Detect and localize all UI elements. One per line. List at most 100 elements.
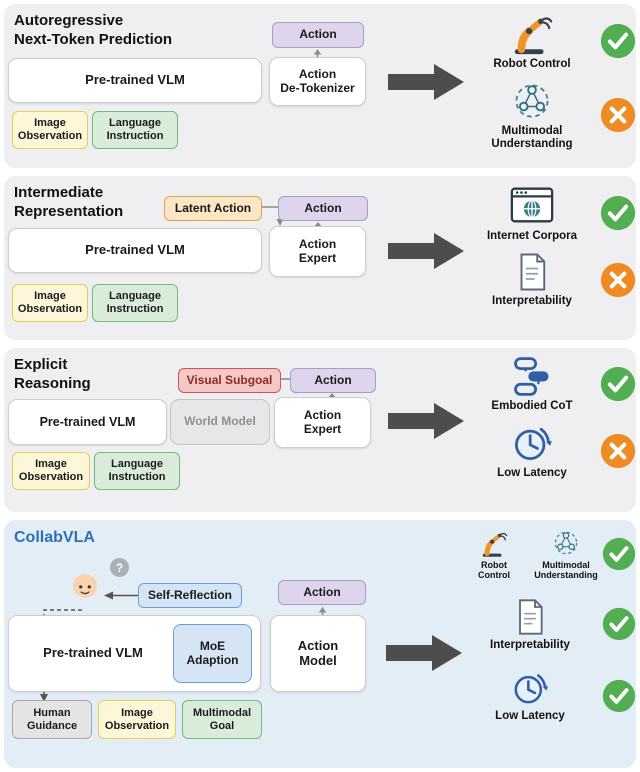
image-observation-box: Image Observation [12, 284, 88, 322]
action-box: Action [290, 368, 376, 393]
robot-arm-icon [514, 17, 553, 55]
check-icon [600, 23, 636, 58]
result-badge [598, 366, 636, 402]
outcome-label: Embodied CoT [491, 400, 573, 412]
connector-arrow [313, 49, 322, 57]
moe-adaption-box: MoE Adaption [173, 624, 252, 683]
big-arrow-icon [388, 403, 464, 439]
browser-globe-icon [510, 187, 554, 223]
outcome-mini: Multimodal Understanding [534, 528, 598, 581]
cross-icon [600, 98, 636, 133]
action-detokenizer-box: Action De-Tokenizer [269, 57, 366, 106]
cross-icon [600, 262, 636, 297]
document-icon [520, 253, 546, 291]
question-badge: ? [110, 558, 129, 577]
world-model-box: World Model [170, 399, 270, 445]
clock-icon [515, 428, 552, 461]
outcome-low-latency: Low Latency [466, 421, 636, 480]
panel-title: CollabVLA [14, 529, 95, 546]
check-icon [600, 195, 636, 230]
outcome-label: Multimodal Understanding [491, 125, 573, 151]
outcome-label: Robot Control [493, 58, 571, 70]
action-expert-box: Action Expert [274, 397, 371, 448]
result-badge [598, 537, 636, 571]
multimodal-goal-box: Multimodal Goal [182, 700, 262, 739]
robot-arm-icon [482, 532, 508, 557]
pretrained-vlm-box: Pre-trained VLM [8, 399, 167, 445]
cross-icon [600, 433, 636, 468]
outcome-low-latency: Low Latency [462, 668, 636, 723]
outcome-label: Multimodal Understanding [534, 560, 598, 581]
outcome-main: Embodied CoT [466, 354, 598, 413]
check-icon [602, 538, 636, 571]
outcome-mini: Robot Control [463, 528, 525, 581]
result-badge [598, 679, 636, 713]
human-guidance-box: Human Guidance [12, 700, 92, 739]
panel-title: Intermediate Representation [14, 184, 124, 220]
connector-arrow [104, 591, 138, 600]
outcomes-column: Embodied CoT Low Latency [466, 354, 636, 480]
panel-autoregressive: Autoregressive Next-Token Prediction Act… [4, 4, 636, 168]
result-badge [598, 195, 636, 231]
outcomes-column: Internet Corpora Interpretability [466, 182, 636, 308]
result-badge [598, 262, 636, 298]
outcome-main: Robot Control Multimodal Understanding [462, 528, 598, 581]
pretrained-vlm-label: Pre-trained VLM [43, 645, 143, 661]
outcome-main: Internet Corpora [466, 182, 598, 243]
pretrained-vlm-box: Pre-trained VLM [8, 58, 262, 103]
outcomes-column: Robot Control Multimodal Understanding [466, 10, 636, 152]
check-icon [602, 679, 636, 712]
language-instruction-box: Language Instruction [92, 284, 178, 322]
chain-of-thought-icon [514, 357, 549, 396]
connector-arrow [328, 393, 336, 398]
outcome-main: Low Latency [462, 668, 598, 723]
visual-subgoal-box: Visual Subgoal [178, 368, 281, 393]
language-instruction-box: Language Instruction [94, 452, 180, 490]
check-icon [600, 366, 636, 401]
pretrained-vlm-box: Pre-trained VLM [8, 228, 262, 273]
panel-intermediate-representation: Intermediate Representation Latent Actio… [4, 176, 636, 340]
outcome-label: Internet Corpora [486, 230, 578, 242]
latent-action-box: Latent Action [164, 196, 262, 221]
result-badge [598, 97, 636, 133]
result-badge [598, 23, 636, 59]
outcome-robot-control: Robot Control [466, 10, 636, 71]
panel-explicit-reasoning: Explicit Reasoning Visual Subgoal Action… [4, 348, 636, 512]
panel-collabvla: CollabVLA ? Self-Reflection Action Pre-t… [4, 520, 636, 768]
outcome-label: Interpretability [490, 638, 570, 651]
check-icon [602, 608, 636, 641]
outcome-label: Low Latency [497, 467, 567, 480]
action-box: Action [278, 580, 366, 605]
outcome-label: Low Latency [495, 709, 565, 722]
outcome-multimodal-understanding: Multimodal Understanding [466, 79, 636, 151]
big-arrow-icon [388, 64, 464, 100]
action-box: Action [272, 22, 364, 48]
panel-title: Autoregressive Next-Token Prediction [14, 12, 173, 48]
document-icon [519, 599, 543, 635]
result-badge [598, 607, 636, 641]
outcome-robot-and-multimodal: Robot Control Multimodal Understanding [462, 528, 636, 581]
outcomes-column: Robot Control Multimodal Understanding [462, 528, 636, 723]
outcome-main: Multimodal Understanding [466, 79, 598, 151]
result-badge [598, 433, 636, 469]
outcome-main: Interpretability [466, 251, 598, 308]
outcome-embodied-cot: Embodied CoT [466, 354, 636, 413]
multimodal-icon [515, 84, 549, 118]
action-box: Action [278, 196, 368, 221]
outcome-label: Interpretability [492, 295, 572, 308]
panel-title: Explicit Reasoning [14, 356, 91, 392]
outcome-icon-pair: Robot Control Multimodal Understanding [463, 528, 598, 581]
action-expert-box: Action Expert [269, 226, 366, 277]
outcome-main: Low Latency [466, 421, 598, 480]
image-observation-box: Image Observation [98, 700, 176, 739]
outcome-main: Robot Control [466, 10, 598, 71]
self-reflection-box: Self-Reflection [138, 583, 242, 608]
big-arrow-icon [388, 233, 464, 269]
outcome-internet-corpora: Internet Corpora [466, 182, 636, 243]
multimodal-icon [554, 531, 578, 555]
connector-arrow [318, 607, 327, 615]
language-instruction-box: Language Instruction [92, 111, 178, 149]
image-observation-box: Image Observation [12, 452, 90, 490]
image-observation-box: Image Observation [12, 111, 88, 149]
